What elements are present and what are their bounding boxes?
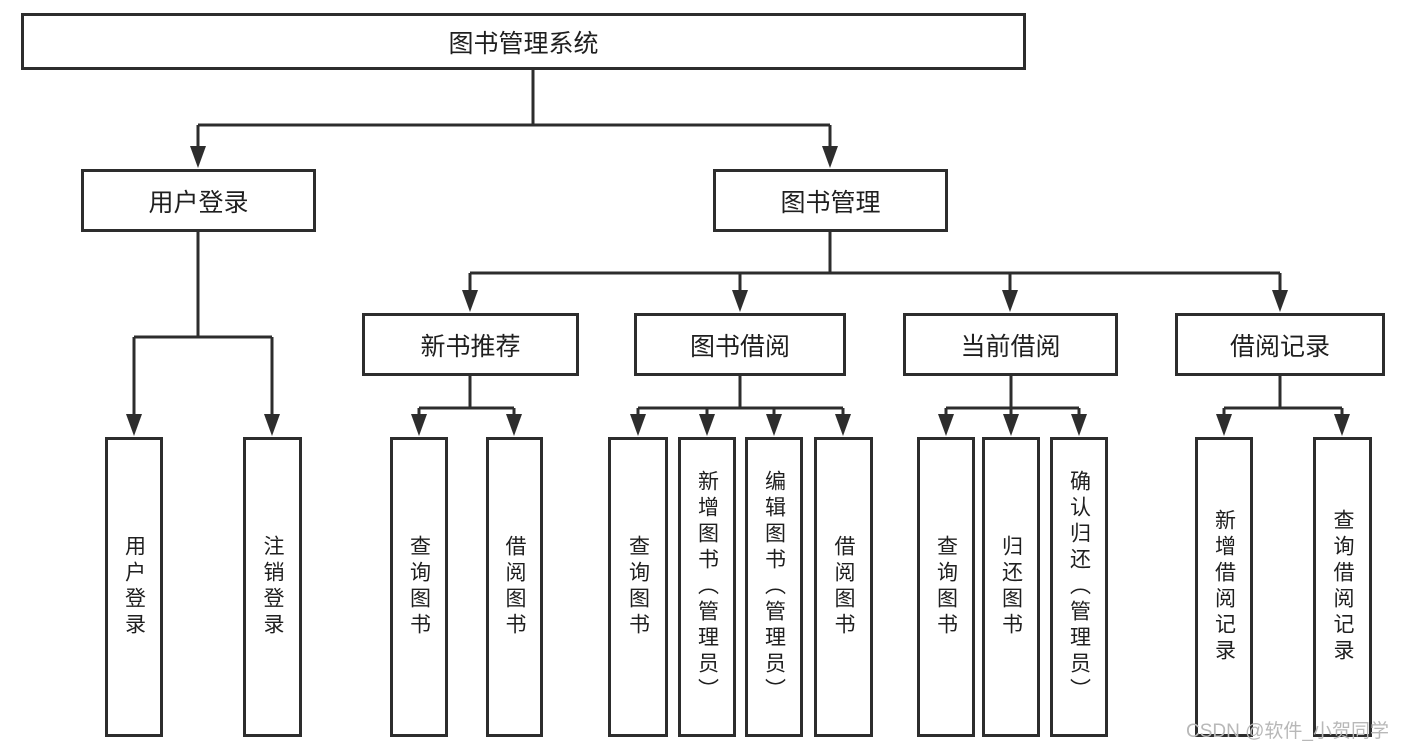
node-current-borrow: 当前借阅	[903, 313, 1118, 376]
leaf-borrow-books-label: 借阅图书	[832, 535, 855, 639]
arrow-leaf	[938, 414, 954, 436]
connector-book-mgmt-children	[468, 232, 1282, 294]
arrow-leaf	[1334, 414, 1350, 436]
arrow-leaf	[1003, 414, 1019, 436]
arrow-leaf	[506, 414, 522, 436]
arrow-to-borrow-records	[1272, 290, 1288, 312]
leaf-user-login: 用户登录	[105, 437, 163, 737]
arrow-leaf	[264, 414, 280, 436]
leaf-query-books-label: 查询图书	[934, 535, 958, 639]
arrow-to-book-borrow	[732, 290, 748, 312]
leaf-borrow-books-newbook: 借阅图书	[486, 437, 543, 737]
connector-borrow-records-children	[1222, 376, 1344, 418]
node-book-management-label: 图书管理	[780, 188, 881, 217]
leaf-borrow-books-label: 借阅图书	[503, 535, 526, 639]
connector-root-to-level2	[196, 70, 832, 150]
arrow-leaf	[835, 414, 851, 436]
leaf-edit-books-label: 编辑图书（管理员）	[762, 470, 786, 704]
connector-book-borrow-children	[636, 376, 845, 418]
node-book-borrow-label: 图书借阅	[689, 332, 790, 361]
leaf-query-books-newbook: 查询图书	[390, 437, 448, 737]
node-user-login: 用户登录	[81, 169, 316, 232]
arrow-to-current-borrow	[1002, 290, 1018, 312]
arrow-to-book-mgmt	[822, 146, 838, 168]
arrow-leaf	[126, 414, 142, 436]
leaf-query-borrow-record: 查询借阅记录	[1313, 437, 1372, 737]
node-new-book-recommend: 新书推荐	[362, 313, 579, 376]
leaf-query-books-current: 查询图书	[917, 437, 975, 737]
node-book-management: 图书管理	[713, 169, 948, 232]
connector-new-book-children	[417, 376, 516, 418]
leaf-return-books-label: 归还图书	[999, 535, 1023, 639]
leaf-borrow-books: 借阅图书	[814, 437, 873, 737]
node-borrow-records: 借阅记录	[1175, 313, 1385, 376]
leaf-confirm-return-admin: 确认归还（管理员）	[1050, 437, 1108, 737]
node-new-book-recommend-label: 新书推荐	[420, 332, 521, 361]
node-current-borrow-label: 当前借阅	[960, 332, 1061, 361]
node-root-label: 图书管理系统	[448, 29, 599, 58]
leaf-logout: 注销登录	[243, 437, 302, 737]
leaf-logout-label: 注销登录	[261, 535, 284, 639]
csdn-watermark: CSDN @软件_小贺同学	[1186, 721, 1389, 742]
leaf-user-login-label: 用户登录	[122, 535, 146, 639]
leaf-add-borrow-record-label: 新增借阅记录	[1212, 509, 1236, 665]
leaf-add-books-label: 新增图书（管理员）	[695, 470, 719, 704]
leaf-query-books-borrow: 查询图书	[608, 437, 668, 737]
leaf-query-borrow-record-label: 查询借阅记录	[1331, 509, 1354, 665]
connector-current-borrow-children	[944, 376, 1081, 418]
arrow-leaf	[411, 414, 427, 436]
node-user-login-label: 用户登录	[148, 188, 249, 217]
leaf-query-books-label: 查询图书	[407, 535, 431, 639]
arrow-leaf	[1071, 414, 1087, 436]
arrow-leaf	[699, 414, 715, 436]
connector-user-login-children	[132, 232, 274, 418]
arrow-leaf	[1216, 414, 1232, 436]
arrow-leaf	[766, 414, 782, 436]
leaf-add-borrow-record: 新增借阅记录	[1195, 437, 1253, 737]
arrow-to-new-book	[462, 290, 478, 312]
leaf-edit-books-admin: 编辑图书（管理员）	[745, 437, 803, 737]
leaf-confirm-return-label: 确认归还（管理员）	[1067, 470, 1091, 704]
node-borrow-records-label: 借阅记录	[1229, 332, 1330, 361]
leaf-query-books-label: 查询图书	[626, 535, 650, 639]
node-book-borrow: 图书借阅	[634, 313, 846, 376]
arrow-leaf	[630, 414, 646, 436]
node-root: 图书管理系统	[21, 13, 1026, 70]
leaf-add-books-admin: 新增图书（管理员）	[678, 437, 736, 737]
arrow-to-user-login	[190, 146, 206, 168]
leaf-return-books: 归还图书	[982, 437, 1040, 737]
